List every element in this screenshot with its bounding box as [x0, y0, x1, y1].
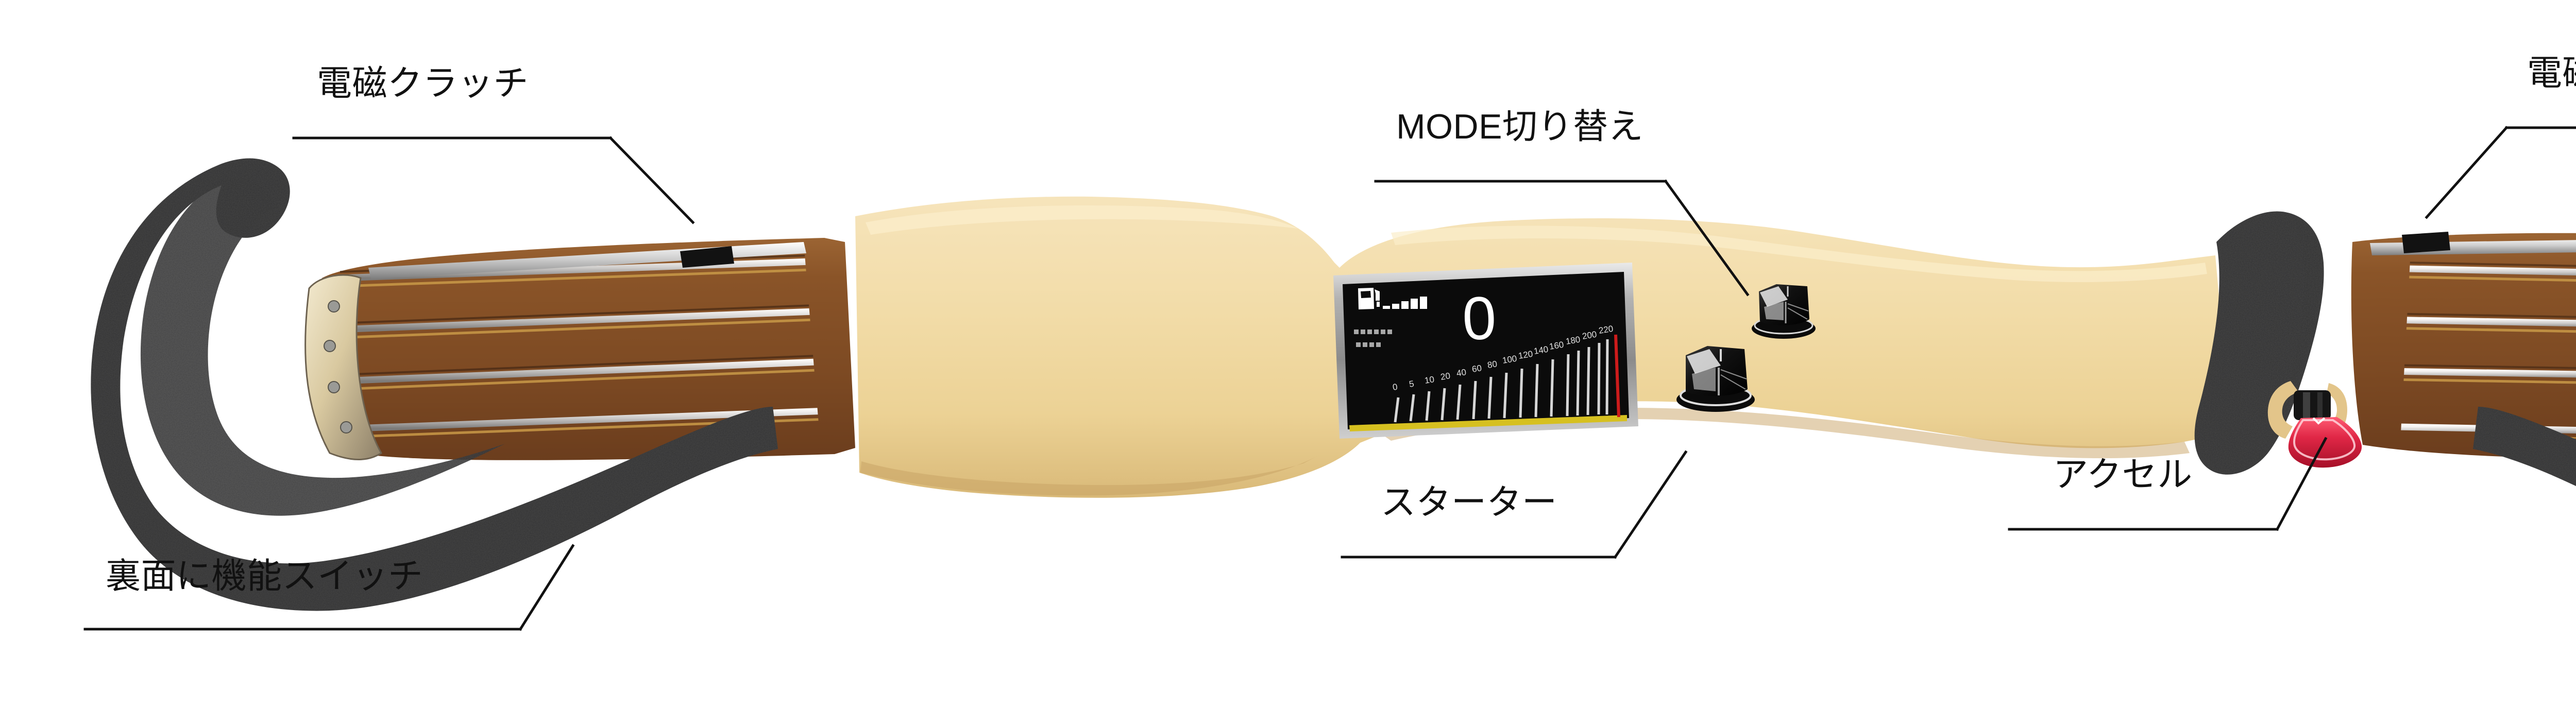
right-brake-barrel [2351, 232, 2576, 459]
instrument-display[interactable]: 0 5 10 20 40 60 80 100 120 140 160 180 2… [1333, 263, 1638, 439]
callout-clutch: 電磁クラッチ [317, 66, 529, 101]
callout-label-clutch: 電磁クラッチ [317, 64, 529, 103]
starter-push-button[interactable] [1676, 346, 1755, 412]
callout-mode-switch: MODE切り替え [1396, 109, 1643, 144]
svg-text:0: 0 [1392, 382, 1398, 392]
callout-starter: スターター [1381, 485, 1557, 520]
callout-label-back-switch: 裏面に機能スイッチ [106, 557, 423, 596]
svg-text:5: 5 [1409, 379, 1415, 389]
svg-text:60: 60 [1471, 363, 1483, 374]
callout-back-switch: 裏面に機能スイッチ [106, 559, 423, 594]
svg-text:0: 0 [1461, 284, 1498, 353]
svg-text:20: 20 [1440, 371, 1451, 382]
right-grip [2473, 407, 2576, 487]
fuel-level-bars [1383, 297, 1427, 309]
svg-text:10: 10 [1424, 374, 1435, 386]
svg-text:140: 140 [1533, 344, 1549, 356]
callout-accelerator: アクセル [2053, 457, 2193, 492]
status-indicator-rows [1354, 330, 1392, 347]
svg-text:80: 80 [1487, 359, 1498, 370]
speed-tick-labels: 0 5 10 20 40 60 80 100 120 140 160 180 2… [1392, 324, 1614, 392]
callout-label-mode-switch: MODE切り替え [1396, 107, 1644, 146]
svg-text:120: 120 [1518, 349, 1534, 361]
speed-readout: 0 [1461, 284, 1498, 353]
svg-text:180: 180 [1565, 335, 1581, 346]
mode-switch-button[interactable] [1752, 284, 1816, 339]
accelerator-thumb-lever[interactable] [2267, 381, 2362, 468]
callout-label-accelerator: アクセル [2053, 455, 2193, 494]
svg-text:220: 220 [1598, 324, 1614, 336]
callout-label-starter: スターター [1381, 483, 1557, 522]
gauge-redline [1614, 334, 1620, 418]
callout-label-brake: 電磁ブレーキ [2527, 54, 2576, 93]
left-clutch-barrel [304, 238, 855, 461]
gauge-baseline [1349, 415, 1627, 431]
svg-text:100: 100 [1502, 354, 1518, 366]
callout-brake: 電磁ブレーキ [2527, 56, 2576, 91]
svg-text:160: 160 [1549, 340, 1565, 352]
speed-tick-scale [1394, 339, 1609, 423]
left-grip [91, 158, 778, 611]
svg-text:40: 40 [1456, 367, 1467, 378]
right-grip-inner [2194, 211, 2324, 475]
fuel-pump-icon [1358, 288, 1380, 309]
svg-text:200: 200 [1582, 330, 1598, 341]
